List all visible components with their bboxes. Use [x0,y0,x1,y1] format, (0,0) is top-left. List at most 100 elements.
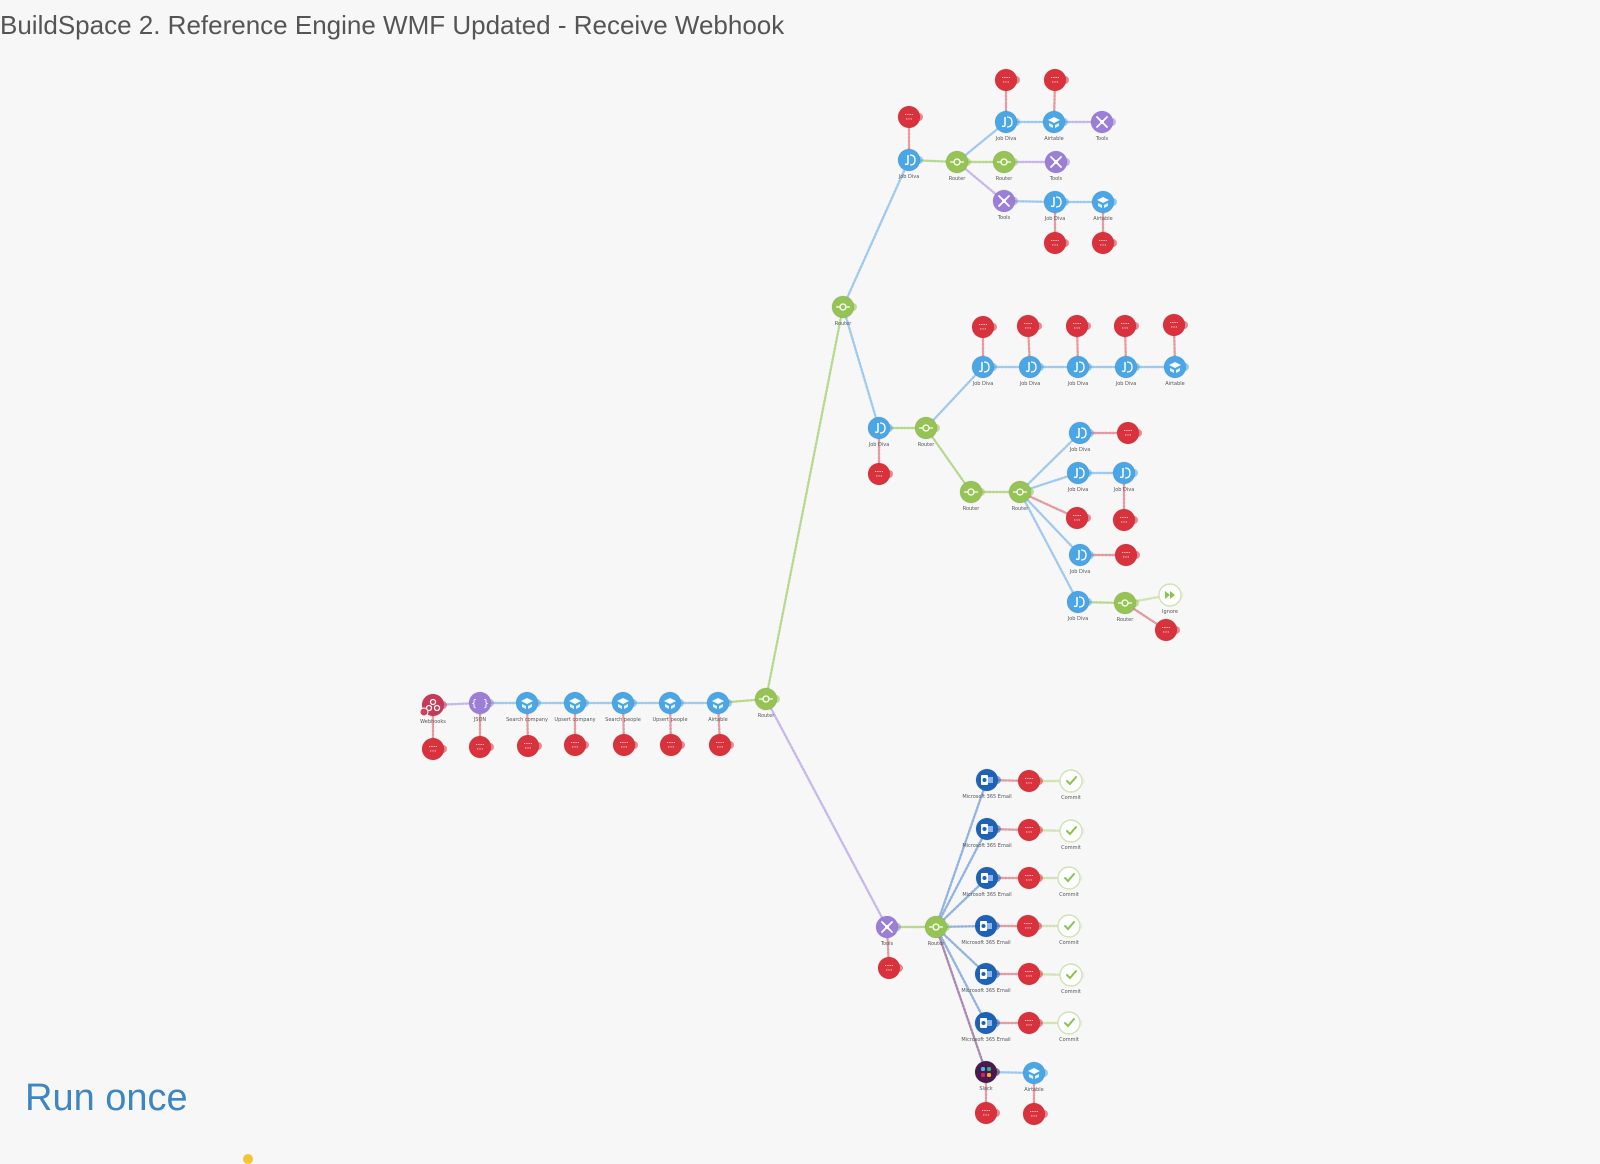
module-jd-b4[interactable]: Job Diva [1066,355,1092,387]
module-circle[interactable] [754,687,778,711]
module-tools-a4[interactable]: Tools [1090,110,1116,142]
module-error-e5[interactable]: ∙∙∙∙∙∙∙∙∙ [612,733,638,757]
module-jd-c2[interactable]: Job Diva [1066,461,1092,493]
module-jd-c3[interactable]: Job Diva [1112,461,1138,493]
module-circle[interactable] [1066,355,1090,379]
module-circle[interactable] [897,105,921,129]
module-circle[interactable] [945,150,969,174]
module-error-ae3[interactable]: ∙∙∙∙∙∙∙∙∙ [1043,68,1069,92]
module-circle[interactable] [877,956,901,980]
connection-line[interactable] [841,305,881,430]
connection-line[interactable] [841,158,911,309]
module-router-br2[interactable]: Router [959,480,985,512]
module-error-e7[interactable]: ∙∙∙∙∙∙∙∙∙ [708,733,734,757]
connection-line[interactable] [924,426,973,494]
module-circle[interactable] [563,733,587,757]
module-circle[interactable] [1112,508,1136,532]
module-circle[interactable] [1043,190,1067,214]
module-router-br1[interactable]: Router [914,416,940,448]
connection-line[interactable] [934,925,988,1074]
module-slack-s1[interactable]: Slack [974,1060,1000,1092]
module-router-r0[interactable]: Router [754,687,780,719]
module-jd-b1[interactable]: Job Diva [867,416,893,448]
module-circle[interactable] [959,480,983,504]
module-circle[interactable] [897,148,921,172]
module-circle[interactable] [831,295,855,319]
module-circle[interactable] [468,735,492,759]
module-error-ce5[interactable]: ∙∙∙∙∙∙∙∙∙ [1154,618,1180,642]
module-circle[interactable] [1066,590,1090,614]
module-circle[interactable] [1091,231,1115,255]
module-error-e6[interactable]: ∙∙∙∙∙∙∙∙∙ [659,733,685,757]
module-outlook-o4[interactable]: Microsoft 365 Email [961,914,1011,946]
module-circle[interactable] [1043,68,1067,92]
module-error-e4[interactable]: ∙∙∙∙∙∙∙∙∙ [563,733,589,757]
module-circle[interactable] [1113,591,1137,615]
module-jd-c1[interactable]: Job Diva [1068,421,1094,453]
module-error-be5[interactable]: ∙∙∙∙∙∙∙∙∙ [1113,314,1139,338]
module-circle[interactable] [1017,769,1041,793]
module-circle[interactable] [1112,461,1136,485]
run-once-button[interactable]: Run once [25,1077,188,1119]
module-error-ce2[interactable]: ∙∙∙∙∙∙∙∙∙ [1065,506,1091,530]
module-ds-a3[interactable]: Airtable [1042,110,1068,142]
module-error-e1[interactable]: ∙∙∙∙∙∙∙∙∙ [421,737,447,761]
module-circle[interactable] [1154,618,1178,642]
module-ds-a8[interactable]: Airtable [1091,190,1117,222]
module-error-be4[interactable]: ∙∙∙∙∙∙∙∙∙ [1065,314,1091,338]
module-circle[interactable] [1018,355,1042,379]
module-ds-s2[interactable]: Airtable [1022,1061,1048,1093]
module-jd-b2[interactable]: Job Diva [971,355,997,387]
connection-line[interactable] [934,876,989,929]
module-circle[interactable] [421,737,445,761]
connection-line[interactable] [934,925,988,976]
module-jd-a7[interactable]: Job Diva [1043,190,1069,222]
module-circle[interactable] [994,68,1018,92]
connection-line[interactable] [764,697,889,929]
module-circle[interactable] [1065,506,1089,530]
module-commit-oc4[interactable]: Commit [1057,914,1083,946]
module-circle[interactable] [971,355,995,379]
module-jd-a1[interactable]: Job Diva [897,148,923,180]
module-jd-c5[interactable]: Job Diva [1066,590,1092,622]
module-circle[interactable] [1066,461,1090,485]
module-error-oe6[interactable]: ∙∙∙∙∙∙∙∙∙ [1017,1011,1043,1035]
connection-line[interactable] [1018,490,1082,557]
module-circle[interactable] [1008,480,1032,504]
module-error-ae5[interactable]: ∙∙∙∙∙∙∙∙∙ [1091,231,1117,255]
module-router-cr1[interactable]: Router [1113,591,1139,623]
module-tools-a5[interactable]: Tools [1044,150,1070,182]
module-error-se1[interactable]: ∙∙∙∙∙∙∙∙∙ [974,1101,1000,1125]
module-circle[interactable] [1114,355,1138,379]
module-jd-c4[interactable]: Job Diva [1068,543,1094,575]
module-circle[interactable] [1114,543,1138,567]
module-error-oe2[interactable]: ∙∙∙∙∙∙∙∙∙ [1017,818,1043,842]
module-error-ae4[interactable]: ∙∙∙∙∙∙∙∙∙ [1043,231,1069,255]
module-ds-m4[interactable]: Upsert company [554,691,596,723]
module-circle[interactable] [1057,866,1081,890]
module-outlook-o5[interactable]: Microsoft 365 Email [961,962,1011,994]
module-circle[interactable] [1022,1102,1046,1126]
module-outlook-o1[interactable]: Microsoft 365 Email [962,768,1012,800]
module-ds-m7[interactable]: Airtable [706,691,732,723]
module-webhook-m1[interactable]: Webhooks [419,693,447,725]
module-circle[interactable] [612,733,636,757]
module-router-ar1[interactable]: Router [945,150,971,182]
connection-line[interactable] [1018,431,1082,494]
module-circle[interactable] [468,691,492,715]
module-error-be3[interactable]: ∙∙∙∙∙∙∙∙∙ [1016,314,1042,338]
module-ds-m3[interactable]: Search company [506,691,548,723]
module-circle[interactable] [1113,314,1137,338]
module-ignore-c6[interactable]: Ignore [1158,583,1184,615]
module-commit-oc5[interactable]: Commit [1059,963,1085,995]
module-circle[interactable] [1068,421,1092,445]
module-circle[interactable] [1017,866,1041,890]
module-error-be2[interactable]: ∙∙∙∙∙∙∙∙∙ [971,315,997,339]
module-error-ce3[interactable]: ∙∙∙∙∙∙∙∙∙ [1112,508,1138,532]
module-circle[interactable] [974,1101,998,1125]
module-circle[interactable] [1059,769,1083,793]
module-commit-oc1[interactable]: Commit [1059,769,1085,801]
connection-line[interactable] [1018,490,1080,604]
module-circle[interactable] [994,110,1018,134]
